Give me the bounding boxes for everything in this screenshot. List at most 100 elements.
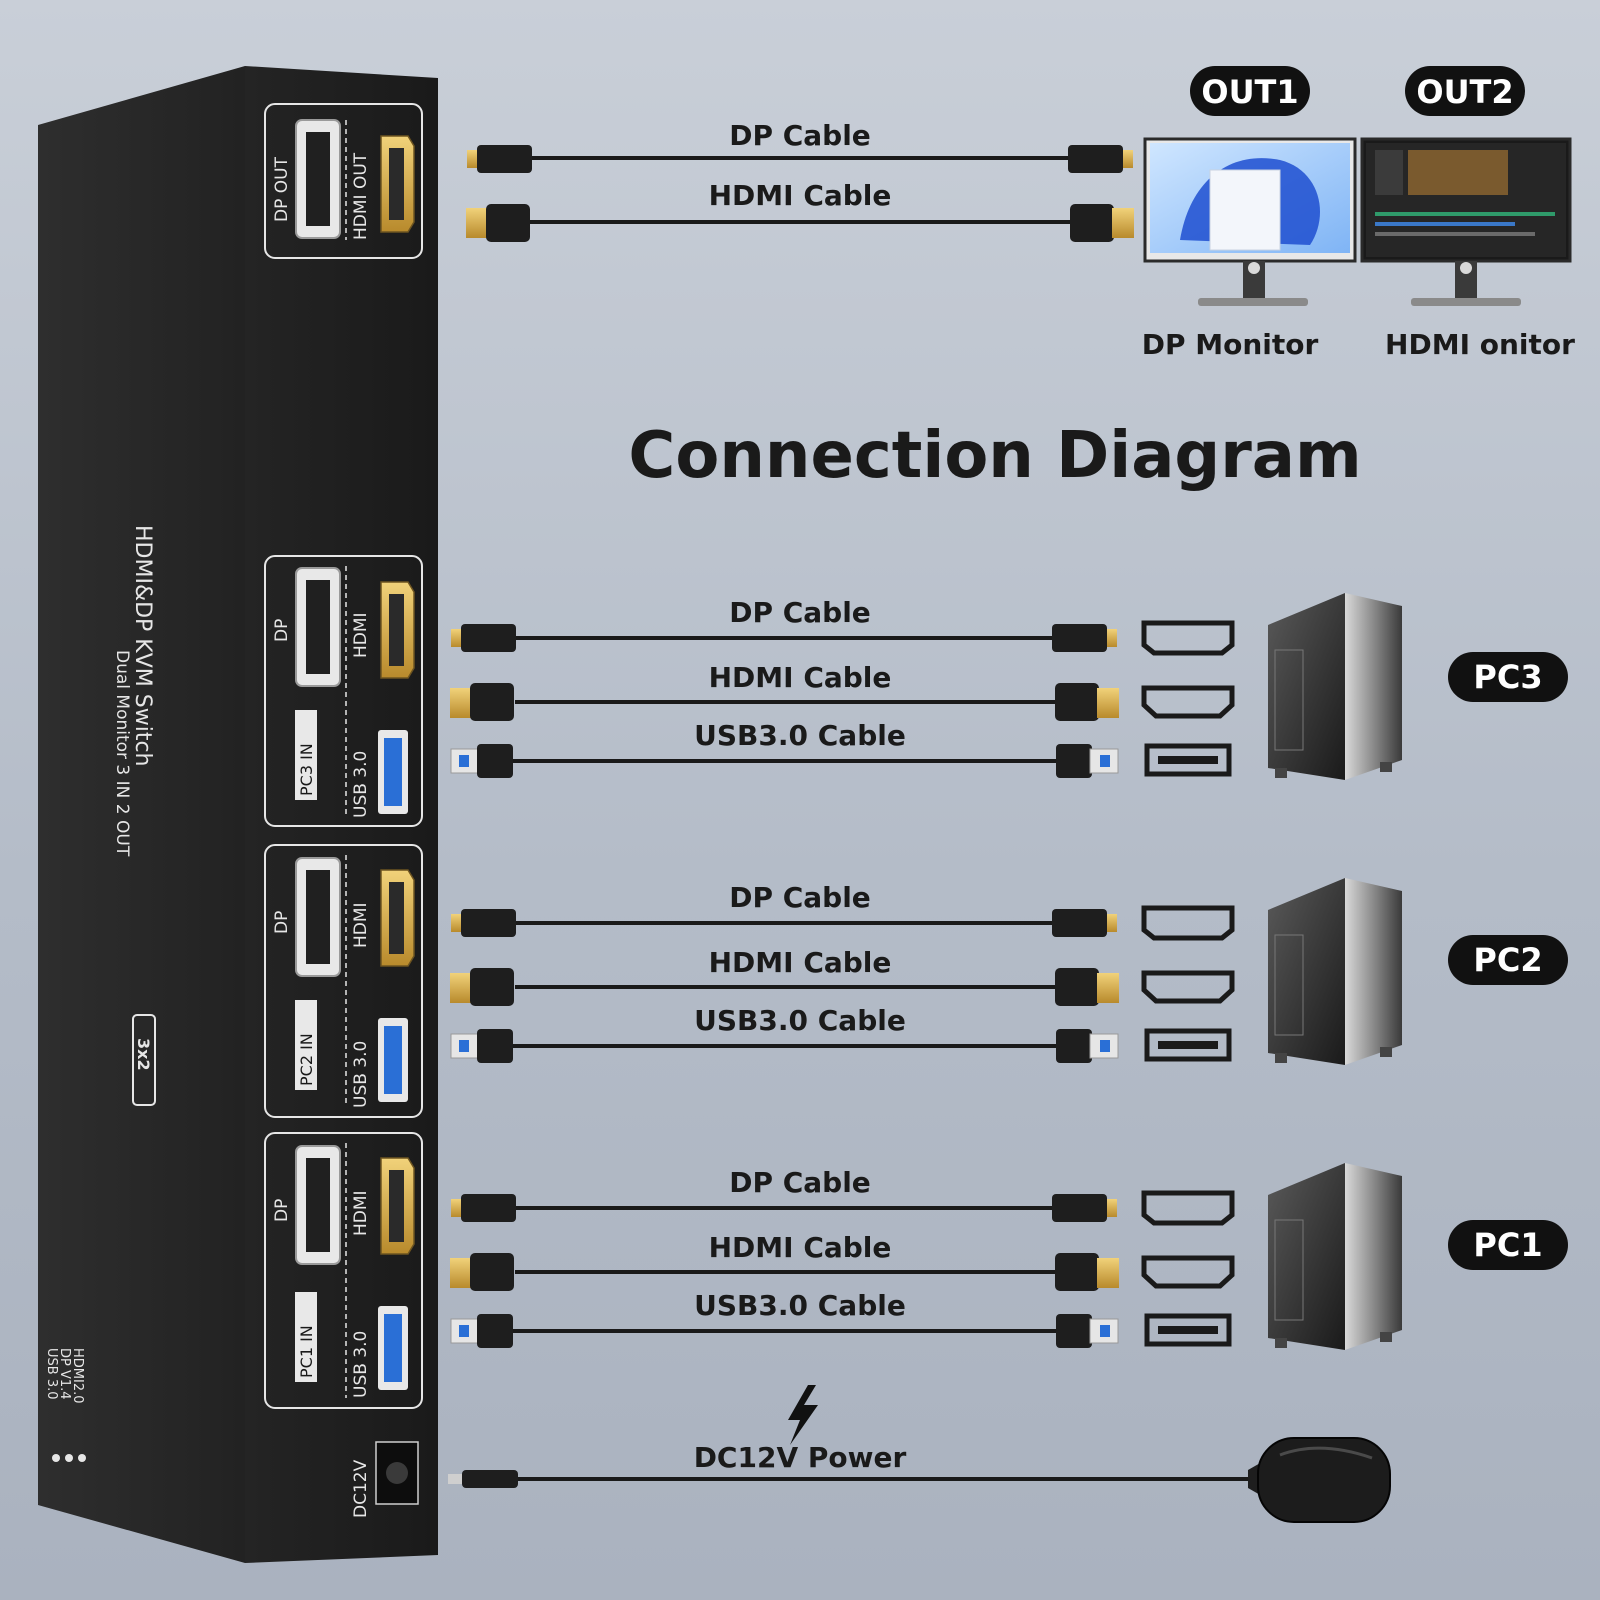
dp-plug-tip [1123, 150, 1133, 168]
media-bin [1375, 150, 1403, 195]
pc1-usb-cable: USB3.0 Cable [450, 1289, 1119, 1348]
usb-port-tongue [384, 738, 402, 806]
hdmi-plug [1070, 204, 1114, 242]
out2-badge: OUT2 [1405, 66, 1525, 116]
cable-label: DP Cable [729, 1166, 871, 1199]
pc1-port-group: DP HDMI PC1 IN USB 3.0 [264, 1132, 423, 1409]
usb-plug [477, 744, 513, 778]
cable-label: HDMI Cable [709, 179, 892, 212]
dp-plug [461, 624, 516, 652]
pc3-connection: DP Cable HDMI Cable USB3.0 Cable [450, 593, 1568, 780]
pc3-usb-cable: USB3.0 Cable [450, 719, 1119, 778]
pc2-usb-cable: USB3.0 Cable [450, 1004, 1119, 1063]
label-dp-out: DP OUT [272, 156, 292, 222]
monitor-base [1198, 298, 1308, 306]
cable-label: HDMI Cable [709, 1231, 892, 1264]
pc1-dp-cable: DP Cable [451, 1166, 1117, 1222]
cable-label: HDMI Cable [709, 661, 892, 694]
pc1-hdmi-cable: HDMI Cable [450, 1231, 1119, 1291]
hdmi-plug [1055, 1253, 1099, 1291]
pc-foot [1275, 768, 1287, 778]
pc-vent [1274, 1219, 1304, 1321]
label-dp: DP [272, 911, 292, 934]
usb-port-tongue [384, 1314, 402, 1382]
hdmi-plug-tip [1112, 208, 1134, 238]
pc-in-tag [295, 1292, 317, 1382]
label-usb: USB 3.0 [351, 1041, 371, 1108]
usb-plug-insert [459, 1040, 469, 1052]
usb-plug [1056, 1029, 1092, 1063]
pc2-port-icons [1141, 905, 1235, 1062]
hdmi-plug [1055, 968, 1099, 1006]
hdmi-plug [470, 683, 514, 721]
pc-foot [1275, 1053, 1287, 1063]
pc1-badge [1448, 1220, 1568, 1270]
hdmi-plug [470, 968, 514, 1006]
pc2-hdmi-cable: HDMI Cable [450, 946, 1119, 1006]
usb-port-inner-icon [1158, 1326, 1218, 1334]
label-usb: USB 3.0 [351, 751, 371, 818]
label-pc1-in: PC1 IN [297, 1325, 316, 1378]
usb-port-outline-icon [1144, 743, 1232, 777]
badge-pill [1190, 66, 1310, 116]
cable-label: HDMI Cable [709, 946, 892, 979]
label-dp: DP [272, 619, 292, 642]
device-badge-frame [132, 1014, 156, 1106]
dp-plug [1052, 624, 1107, 652]
pc3-port-group: DP HDMI PC3 IN USB 3.0 [264, 555, 423, 827]
hdmi-plug-tip [450, 1258, 472, 1288]
hdmi-monitor-label: HDMI onitor [1385, 328, 1575, 361]
dp-plug-tip [1107, 1199, 1117, 1217]
dp-plug-tip [1107, 629, 1117, 647]
dc-jack-icon [386, 1462, 408, 1484]
hdmi-plug-tip [450, 688, 472, 718]
hdmi-plug [486, 204, 530, 242]
dp-plug [461, 909, 516, 937]
dp-plug [477, 145, 532, 173]
diagram-title: Connection Diagram [628, 419, 1361, 493]
pc2-dp-cable: DP Cable [451, 881, 1117, 937]
spec-hdmi: HDMI2.0 [70, 1348, 85, 1404]
pc-foot [1275, 1338, 1287, 1348]
device-subtitle: Dual Monitor 3 IN 2 OUT [112, 650, 132, 857]
label-usb: USB 3.0 [351, 1331, 371, 1398]
dp-monitor-label: DP Monitor [1142, 328, 1319, 361]
power-connection: DC12V Power [448, 1385, 1391, 1523]
monitor-stand-hole [1460, 262, 1472, 274]
dp-port-outline-icon [1141, 1190, 1235, 1226]
lightning-bolt-icon [788, 1385, 818, 1445]
usb-plug [1056, 1314, 1092, 1348]
device-side-panel [38, 66, 245, 1563]
monitor-base [1411, 298, 1521, 306]
pc3-tower [1268, 593, 1402, 780]
dp-plug [1052, 1194, 1107, 1222]
hdmi-port-outline-icon [1141, 685, 1235, 719]
port-group-frame [264, 844, 423, 1118]
pc-foot [1380, 762, 1392, 772]
hdmi-plug-tip [450, 973, 472, 1003]
out-hdmi-cable: HDMI Cable [466, 179, 1134, 242]
pc3-label: PC3 [1473, 658, 1542, 696]
pc3-dp-cable: DP Cable [451, 596, 1117, 652]
label-hdmi: HDMI [351, 902, 371, 948]
dp-plug [1052, 909, 1107, 937]
hdmi-port-outline-icon [1141, 1255, 1235, 1289]
label-hdmi: HDMI [351, 1190, 371, 1236]
pc-front-panel [1345, 878, 1402, 1065]
port-group-frame [264, 103, 423, 259]
usb-port-inner-icon [1158, 1041, 1218, 1049]
hdmi-port-slot [389, 1170, 404, 1242]
usb-port-inner-icon [1158, 756, 1218, 764]
hdmi-plug-tip [1097, 1258, 1119, 1288]
cable-label: DP Cable [729, 119, 871, 152]
pc2-badge [1448, 935, 1568, 985]
timeline-track [1375, 222, 1515, 226]
badge-pill [1405, 66, 1525, 116]
out-dp-cable: DP Cable [467, 119, 1133, 173]
pc2-label: PC2 [1473, 941, 1542, 979]
monitor-stand-hole [1248, 262, 1260, 274]
pc-front-panel [1345, 593, 1402, 780]
dc-plug-tip [448, 1474, 464, 1484]
output-port-group: DP OUT HDMI OUT [264, 103, 423, 259]
